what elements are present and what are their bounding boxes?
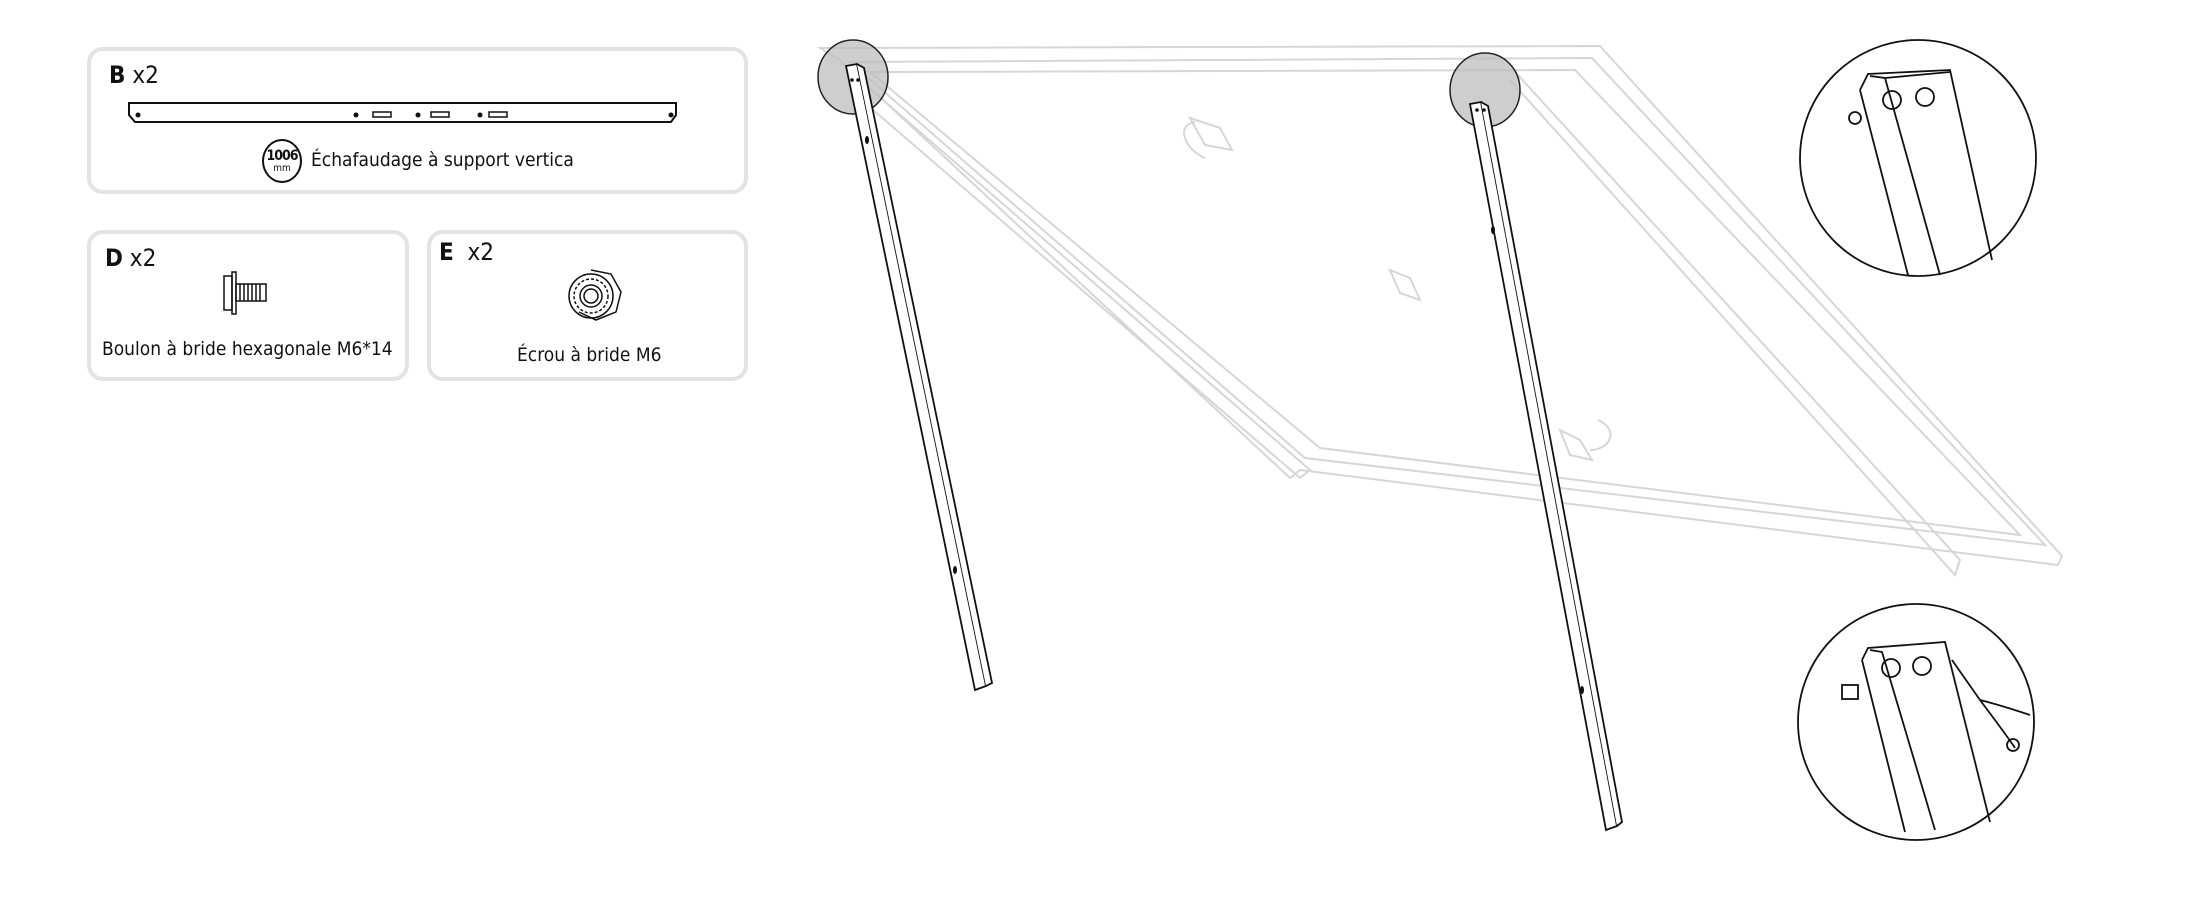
bracket-b-drawing [128, 102, 677, 123]
vertical-support-rail [844, 62, 1623, 832]
part-e-name: Écrou à bride M6 [517, 344, 662, 366]
length-badge: 1006 mm [262, 139, 302, 183]
part-d-label: D x2 [105, 244, 157, 272]
flange-nut-icon [568, 269, 622, 321]
flange-bolt-icon [223, 271, 267, 315]
part-e-label: E x2 [439, 238, 494, 266]
part-d-name: Boulon à bride hexagonale M6*14 [102, 338, 393, 360]
part-e-card: E x2 Écrou à bride M6 [427, 230, 748, 381]
part-b-label: B x2 [109, 61, 159, 89]
part-b-name: Échafaudage à support vertica [311, 149, 574, 171]
detail-view-bottom [1797, 603, 2035, 841]
rail-holes [850, 78, 1584, 694]
solar-panel-frame-ghost [816, 44, 2064, 577]
detail-view-top [1799, 39, 2037, 277]
highlight-circle [817, 39, 1521, 128]
part-b-card: B x2 1006 mm Échafaudage à support verti… [87, 47, 748, 194]
part-d-card: D x2 Boulon à bride hexagonale M6*14 [87, 230, 409, 381]
